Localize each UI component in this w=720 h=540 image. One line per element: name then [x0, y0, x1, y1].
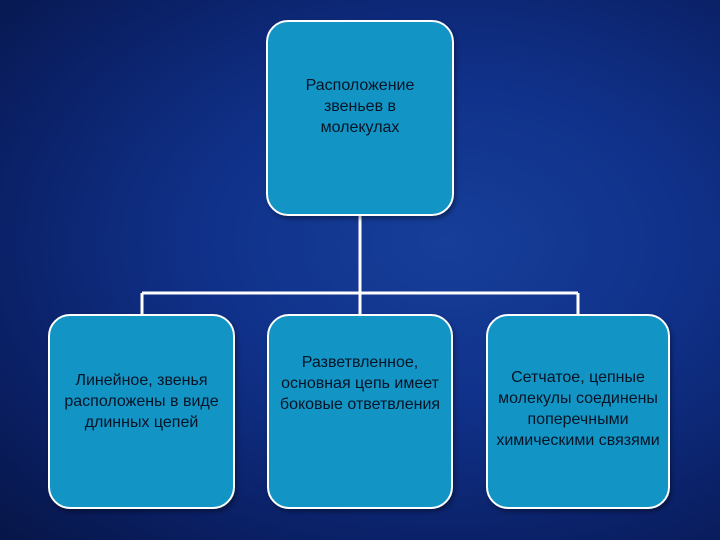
root-node-text: Расположение звеньев в молекулах: [305, 76, 415, 136]
child-node-network-text: Сетчатое, цепные молекулы соединены попе…: [496, 368, 660, 449]
child-node-linear-text: Линейное, звенья расположены в виде длин…: [64, 372, 219, 431]
child-node-linear: Линейное, звенья расположены в виде длин…: [48, 314, 235, 509]
root-node: Расположение звеньев в молекулах: [266, 20, 454, 216]
child-node-branched: Разветвленное, основная цепь имеет боков…: [267, 314, 453, 509]
child-node-network: Сетчатое, цепные молекулы соединены попе…: [486, 314, 670, 509]
child-node-branched-text: Разветвленное, основная цепь имеет боков…: [279, 354, 441, 413]
